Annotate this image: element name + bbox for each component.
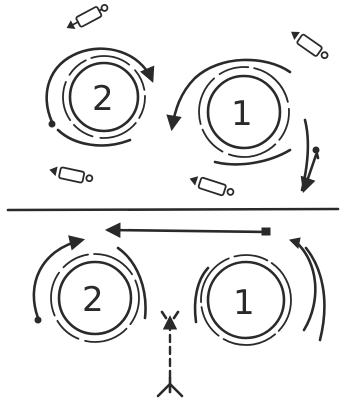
car-icon [288, 28, 330, 62]
arrow-head [290, 238, 300, 248]
arrow-tail-dot [49, 121, 55, 127]
circulation-arc [118, 248, 146, 318]
inflow-fork-icon [158, 312, 182, 396]
fork-right [170, 384, 182, 396]
disc-number: 1 [233, 283, 255, 323]
circulation-arrow [34, 240, 82, 318]
arrow-tail-dot [313, 147, 319, 153]
transfer-arrow [108, 230, 268, 232]
top-panel: 2 1 [47, 2, 330, 198]
top-disc-1: 1 [172, 60, 319, 190]
car-icon [189, 174, 235, 198]
disc-number: 1 [231, 94, 253, 134]
car-icon [65, 2, 110, 33]
split-tick-left [162, 312, 166, 318]
disc-number: 2 [82, 280, 104, 320]
arrow-tail-block [262, 228, 270, 235]
lower-arc [215, 150, 290, 164]
top-disc-2: 2 [47, 49, 152, 146]
bottom-panel: 2 1 [34, 228, 325, 396]
circulation-arc [58, 130, 130, 145]
bottom-disc-2: 2 [34, 240, 146, 342]
bottom-disc-1: 1 [195, 238, 324, 345]
car-icon [49, 165, 93, 185]
arrow-tail-dot [35, 317, 41, 323]
disc-number: 2 [92, 79, 114, 119]
panel-divider [8, 209, 338, 210]
fork-left [158, 384, 170, 396]
split-tick-right [174, 312, 178, 318]
